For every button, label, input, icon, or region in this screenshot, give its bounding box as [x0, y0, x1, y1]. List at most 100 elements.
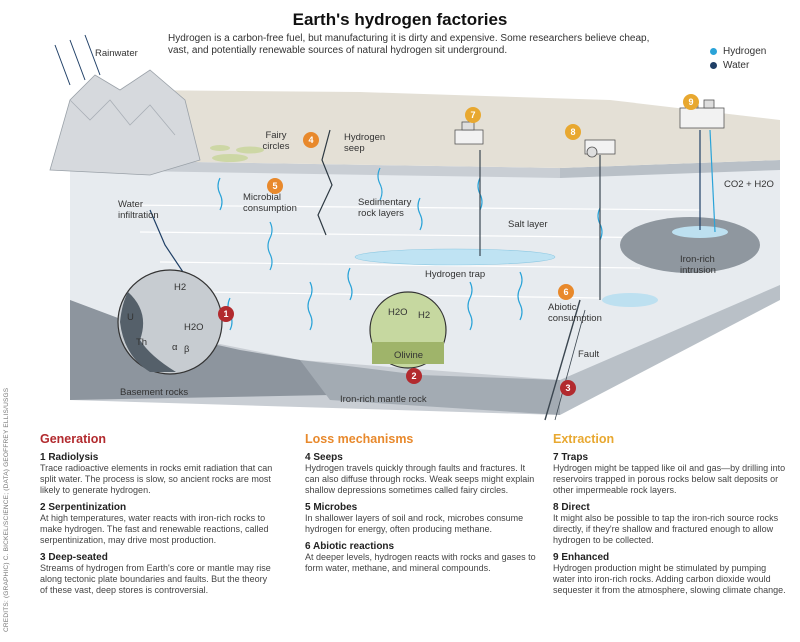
seep-crack — [317, 129, 333, 236]
badge-6: 6 — [558, 284, 574, 300]
hydrogen-dot-icon — [710, 47, 717, 55]
svg-text:5: 5 — [272, 181, 277, 191]
item-body-deep-seated: Streams of hydrogen from Earth's core or… — [40, 563, 271, 595]
hydrogen-trap-reservoir — [354, 248, 556, 266]
water-dot-icon — [710, 61, 717, 69]
label-iron-rich-mantle-rock: Iron-rich mantle rock — [340, 394, 427, 405]
trap-facility — [454, 121, 484, 145]
label-hydrogen-trap: Hydrogen trap — [425, 269, 485, 280]
svg-text:8: 8 — [570, 127, 575, 137]
svg-text:9: 9 — [688, 97, 693, 107]
item-body-enhanced: Hydrogen production might be stimulated … — [553, 563, 786, 595]
svg-text:3: 3 — [565, 383, 570, 393]
item-title-abiotic-reactions: 6 Abiotic reactions — [305, 541, 395, 552]
item-title-traps: 7 Traps — [553, 452, 589, 463]
radiolysis-dark-rock — [120, 292, 176, 372]
item-title-radiolysis: 1 Radiolysis — [40, 452, 99, 463]
mountain — [49, 69, 201, 176]
fairy-circle — [210, 145, 230, 151]
column-loss-mechanisms: Loss mechanisms 4 Seeps Hydrogen travels… — [305, 432, 540, 574]
label-h2-radiolysis: H2 — [174, 282, 186, 293]
intrusion-water — [672, 226, 728, 238]
rock-layer-line — [159, 261, 641, 269]
item-body-abiotic-reactions: At deeper levels, hydrogen reacts with r… — [305, 552, 536, 573]
abiotic-water — [602, 293, 658, 307]
direct-facility — [584, 139, 616, 158]
fairy-circle — [236, 146, 264, 154]
column-heading-generation: Generation — [40, 432, 106, 446]
badge-8: 8 — [565, 124, 581, 140]
item-body-serpentinization: At high temperatures, water reacts with … — [40, 513, 269, 545]
fairy-circle — [212, 154, 248, 162]
rain-arrow — [69, 39, 86, 81]
svg-text:2: 2 — [411, 371, 416, 381]
label-salt-layer: Salt layer — [508, 219, 548, 230]
item-title-seeps: 4 Seeps — [305, 452, 343, 463]
column-extraction: Extraction 7 Traps Hydrogen might be tap… — [553, 432, 788, 596]
label-fault: Fault — [578, 349, 599, 360]
legend-label-water: Water — [723, 59, 750, 71]
column-generation: Generation 1 Radiolysis Trace radioactiv… — [40, 432, 275, 596]
legend-item-hydrogen: Hydrogen — [710, 44, 766, 58]
svg-text:4: 4 — [308, 135, 313, 145]
item-body-traps: Hydrogen might be tapped like oil and ga… — [553, 463, 786, 495]
item-title-microbes: 5 Microbes — [305, 502, 358, 513]
badge-3: 3 — [560, 380, 576, 396]
svg-text:6: 6 — [563, 287, 568, 297]
item-body-microbes: In shallower layers of soil and rock, mi… — [305, 513, 524, 534]
credits: CREDITS: (GRAPHIC) C. BICKEL/SCIENCE; (D… — [3, 387, 10, 632]
legend: Hydrogen Water — [710, 44, 766, 72]
label-h2o-radiolysis: H2O — [184, 322, 204, 333]
badge-7: 7 — [465, 107, 481, 123]
svg-text:1: 1 — [223, 309, 228, 319]
label-h2o-olivine: H2O — [388, 307, 408, 318]
item-title-direct: 8 Direct — [553, 502, 590, 513]
fault-line — [554, 309, 586, 421]
mountain-ridge — [69, 99, 176, 136]
item-body-direct: It might also be possible to tap the iro… — [553, 513, 779, 545]
rain-arrow — [84, 34, 101, 76]
label-co2-h2o: CO2 + H2O — [724, 179, 774, 190]
badge-4: 4 — [303, 132, 319, 148]
olivine-band — [372, 342, 444, 364]
label-th: Th — [136, 337, 147, 348]
enhanced-well — [709, 129, 716, 233]
page-title: Earth's hydrogen factories — [292, 10, 508, 29]
label-rainwater: Rainwater — [95, 48, 138, 59]
svg-text:7: 7 — [470, 110, 475, 120]
item-body-seeps: Hydrogen travels quickly through faults … — [305, 463, 535, 495]
badge-9: 9 — [683, 94, 699, 110]
item-title-deep-seated: 3 Deep-seated — [40, 552, 108, 563]
column-heading-extraction: Extraction — [553, 432, 615, 446]
badge-2: 2 — [406, 368, 422, 384]
rock-layer-line — [119, 204, 701, 211]
legend-item-water: Water — [710, 58, 766, 72]
label-u: U — [127, 312, 134, 323]
page-subtitle: Hydrogen is a carbon-free fuel, but manu… — [168, 33, 650, 56]
item-title-serpentinization: 2 Serpentinization — [40, 502, 127, 513]
fault-line — [544, 299, 581, 421]
label-basement-rocks: Basement rocks — [120, 387, 188, 398]
item-body-radiolysis: Trace radioactive elements in rocks emit… — [40, 463, 273, 495]
badge-5: 5 — [267, 178, 283, 194]
mantle-rock — [300, 360, 560, 415]
badge-1: 1 — [218, 306, 234, 322]
item-title-enhanced: 9 Enhanced — [553, 552, 610, 563]
label-olivine: Olivine — [394, 350, 423, 361]
label-alpha: α — [172, 342, 178, 353]
rock-layer-line — [139, 231, 681, 239]
label-h2-olivine: H2 — [418, 310, 430, 321]
label-beta: β — [184, 344, 190, 355]
legend-label-hydrogen: Hydrogen — [723, 45, 767, 57]
column-heading-loss: Loss mechanisms — [305, 432, 414, 446]
rain-arrow — [54, 44, 71, 86]
sedimentary-layer — [70, 170, 780, 380]
